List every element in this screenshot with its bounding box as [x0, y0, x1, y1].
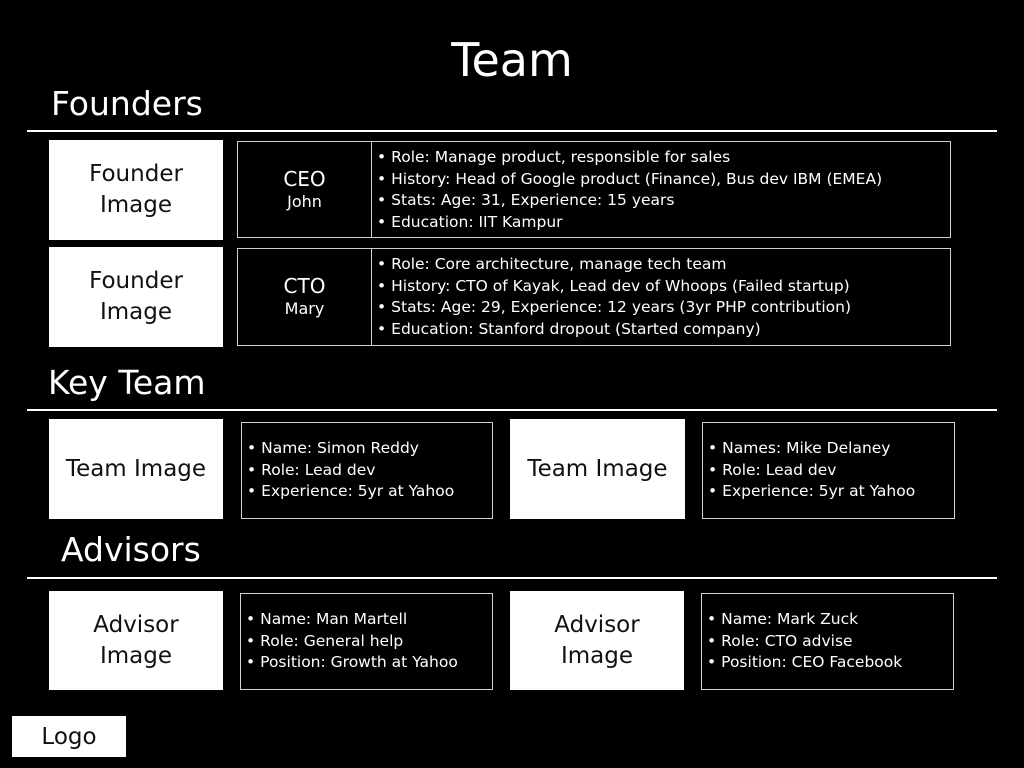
- advisor-2-detail-role: Role: CTO advise: [707, 631, 953, 653]
- founder-name-1: John: [287, 191, 322, 211]
- founder-image-1: Founder Image: [49, 140, 223, 240]
- team-1-detail-name: Name: Simon Reddy: [247, 438, 492, 460]
- team-2-detail-experience: Experience: 5yr at Yahoo: [708, 481, 954, 503]
- team-1-detail-experience: Experience: 5yr at Yahoo: [247, 481, 492, 503]
- founder-2-detail-stats: Stats: Age: 29, Experience: 12 years (3y…: [377, 297, 950, 319]
- founder-1-detail-education: Education: IIT Kampur: [377, 212, 950, 234]
- page-title: Team: [451, 33, 573, 87]
- advisor-1-detail-role: Role: General help: [246, 631, 492, 653]
- advisor-image-1-label: Advisor Image: [93, 611, 179, 669]
- founder-name-2: Mary: [284, 299, 325, 318]
- founder-role-card-2: CTO Mary: [237, 248, 372, 346]
- key-team-heading: Key Team: [48, 363, 206, 402]
- team-image-1-label: Team Image: [65, 455, 207, 482]
- founder-image-1-label: Founder Image: [89, 161, 183, 218]
- advisor-details-2: Name: Mark Zuck Role: CTO advise Positio…: [701, 593, 954, 690]
- advisors-divider: [27, 577, 997, 579]
- advisor-details-1: Name: Man Martell Role: General help Pos…: [240, 593, 493, 690]
- advisor-image-2-label: Advisor Image: [554, 611, 640, 669]
- key-team-divider: [27, 409, 997, 411]
- founder-2-detail-role: Role: Core architecture, manage tech tea…: [377, 254, 950, 276]
- founder-image-2-label: Founder Image: [89, 268, 183, 325]
- team-image-2-label: Team Image: [527, 455, 668, 482]
- founder-2-detail-education: Education: Stanford dropout (Started com…: [377, 319, 950, 341]
- team-1-detail-role: Role: Lead dev: [247, 460, 492, 482]
- founder-1-detail-role: Role: Manage product, responsible for sa…: [377, 147, 950, 169]
- team-image-1: Team Image: [49, 419, 223, 519]
- advisors-heading: Advisors: [61, 530, 201, 569]
- advisor-image-1: Advisor Image: [49, 591, 223, 690]
- founder-image-2: Founder Image: [49, 247, 223, 347]
- founder-1-detail-stats: Stats: Age: 31, Experience: 15 years: [377, 190, 950, 212]
- founder-role-1: CEO: [283, 166, 326, 191]
- founders-divider: [27, 130, 997, 132]
- team-details-1: Name: Simon Reddy Role: Lead dev Experie…: [241, 422, 493, 519]
- team-image-2: Team Image: [510, 419, 685, 519]
- founder-1-detail-history: History: Head of Google product (Finance…: [377, 169, 950, 191]
- advisor-2-detail-name: Name: Mark Zuck: [707, 609, 953, 631]
- logo: Logo: [12, 716, 126, 757]
- team-2-detail-name: Names: Mike Delaney: [708, 438, 954, 460]
- founders-heading: Founders: [51, 84, 203, 123]
- advisor-image-2: Advisor Image: [510, 591, 684, 690]
- founder-details-2: Role: Core architecture, manage tech tea…: [371, 248, 951, 346]
- founder-role-card-1: CEO John: [237, 141, 372, 238]
- advisor-2-detail-position: Position: CEO Facebook: [707, 652, 953, 674]
- advisor-1-detail-position: Position: Growth at Yahoo: [246, 652, 492, 674]
- advisor-1-detail-name: Name: Man Martell: [246, 609, 492, 631]
- founder-details-1: Role: Manage product, responsible for sa…: [371, 141, 951, 238]
- founder-role-2: CTO: [283, 274, 326, 298]
- founder-2-detail-history: History: CTO of Kayak, Lead dev of Whoop…: [377, 276, 950, 298]
- team-2-detail-role: Role: Lead dev: [708, 460, 954, 482]
- team-details-2: Names: Mike Delaney Role: Lead dev Exper…: [702, 422, 955, 519]
